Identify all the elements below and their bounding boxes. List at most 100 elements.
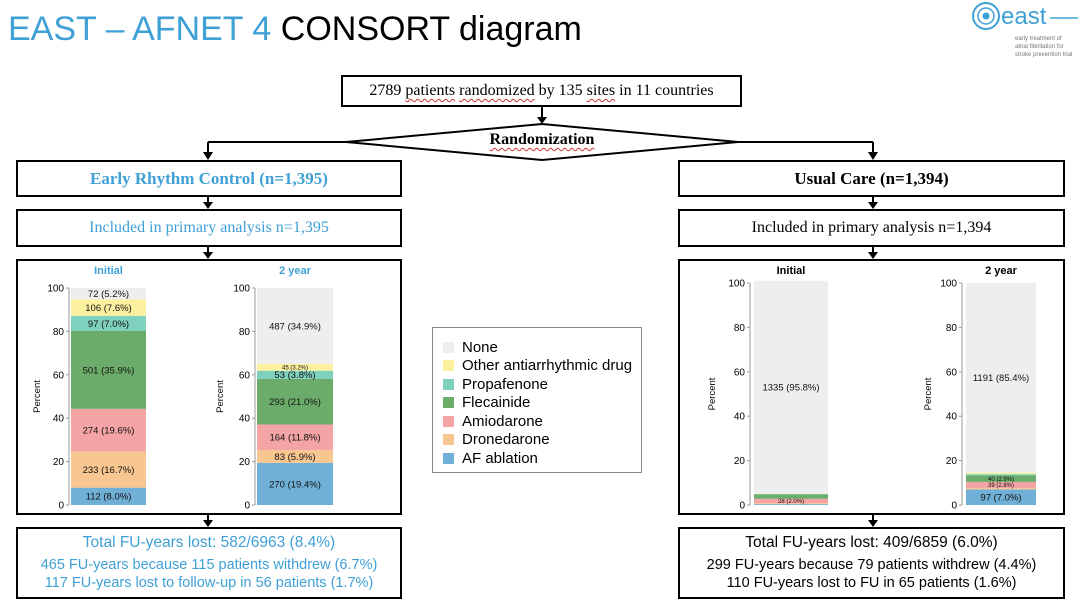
bar-segment xyxy=(257,363,333,371)
data-label: 83 (5.9%) xyxy=(274,452,315,463)
y-tick-label: 80 xyxy=(239,327,251,338)
y-tick-label: 60 xyxy=(734,367,746,378)
bar-segment xyxy=(754,280,828,494)
legend-item: None xyxy=(443,338,641,357)
chart-subtitle: 2 year xyxy=(985,265,1018,277)
title-part1: EAST – AFNET 4 xyxy=(8,10,272,48)
right-fu-total: Total FU-years lost: 409/6859 (6.0%) xyxy=(745,534,998,551)
bar-segment xyxy=(71,330,146,409)
data-label: 270 (19.4%) xyxy=(269,479,321,490)
legend-item: AF ablation xyxy=(443,449,641,468)
y-tick-label: 100 xyxy=(233,284,250,295)
bar-segment xyxy=(966,472,1036,475)
y-axis-label: Percent xyxy=(707,377,718,410)
bar-segment xyxy=(966,489,1036,505)
data-label: 487 (34.9%) xyxy=(269,321,321,332)
legend-label: AF ablation xyxy=(462,449,538,467)
randomization-label: Randomization xyxy=(489,131,595,148)
bar-segment xyxy=(257,288,333,364)
y-tick-label: 80 xyxy=(734,323,746,334)
randomized-t5: in 11 countries xyxy=(619,82,714,99)
data-label: 1191 (85.4%) xyxy=(973,373,1029,384)
right-included-box: Included in primary analysis n=1,394 xyxy=(678,209,1065,247)
y-tick-label: 0 xyxy=(739,501,745,512)
legend-item: Propafenone xyxy=(443,375,641,394)
legend-swatch xyxy=(443,360,454,372)
legend-swatch xyxy=(443,378,454,390)
y-tick-label: 40 xyxy=(946,412,958,423)
bar-segment xyxy=(966,488,1036,490)
legend-swatch xyxy=(443,415,454,427)
data-label: 28 (2.0%) xyxy=(778,499,804,505)
bar-segment xyxy=(257,424,333,451)
bar-segment xyxy=(754,503,828,505)
y-tick-label: 40 xyxy=(53,414,65,425)
bar-segment xyxy=(966,283,1036,473)
logo-tagline-2: atrial fibrillation for xyxy=(1015,44,1064,50)
y-tick-label: 20 xyxy=(53,457,65,468)
legend-swatch xyxy=(443,452,454,464)
y-tick-label: 20 xyxy=(239,457,251,468)
y-tick-label: 0 xyxy=(244,501,250,512)
bar-segment xyxy=(71,408,146,452)
legend-swatch xyxy=(443,434,454,446)
chart-subtitle: 2 year xyxy=(279,265,312,277)
legend-swatch xyxy=(443,397,454,409)
bar-segment xyxy=(754,494,828,499)
bar-segment xyxy=(71,288,146,300)
bar-segment xyxy=(966,481,1036,489)
chart-legend: None Other antiarrhythmic drug Propafeno… xyxy=(432,327,642,473)
data-label: 40 (2.9%) xyxy=(988,477,1014,483)
randomized-t3: by 135 xyxy=(538,82,583,99)
y-tick-label: 60 xyxy=(239,370,251,381)
y-tick-label: 60 xyxy=(53,370,65,381)
y-tick-label: 80 xyxy=(946,323,958,334)
logo-tagline-1: early treatment of xyxy=(1015,36,1062,42)
randomized-t4: sites xyxy=(586,82,616,99)
data-label: 45 (3.2%) xyxy=(282,365,308,371)
data-label: 106 (7.6%) xyxy=(85,303,131,314)
bar-segment xyxy=(754,504,828,505)
y-axis-label: Percent xyxy=(215,380,226,413)
y-tick-label: 0 xyxy=(951,501,957,512)
left-included-box: Included in primary analysis n=1,395 xyxy=(16,209,402,247)
data-label: 97 (7.0%) xyxy=(980,493,1021,504)
y-axis-label: Percent xyxy=(923,377,934,410)
left-fu-withdrew: 465 FU-years because 115 patients withdr… xyxy=(40,557,378,573)
east-logo: east early treatment of atrial fibrillat… xyxy=(968,0,1080,64)
legend-item: Other antiarrhythmic drug xyxy=(443,357,641,376)
right-fu-withdrew: 299 FU-years because 79 patients withdre… xyxy=(706,557,1037,573)
chart-subtitle: Initial xyxy=(777,265,806,277)
data-label: 97 (7.0%) xyxy=(88,319,129,330)
randomized-n: 2789 xyxy=(369,82,402,99)
randomized-box: 2789 patients randomized by 135 sites in… xyxy=(341,75,742,107)
legend-label: Amiodarone xyxy=(462,412,543,430)
randomized-t1: patients xyxy=(405,82,456,99)
y-tick-label: 100 xyxy=(47,284,64,295)
y-tick-label: 40 xyxy=(734,412,746,423)
y-tick-label: 100 xyxy=(940,279,957,290)
legend-label: Dronedarone xyxy=(462,431,550,449)
y-tick-label: 20 xyxy=(734,456,746,467)
legend-swatch xyxy=(443,341,454,353)
legend-label: None xyxy=(462,338,498,356)
y-axis-label: Percent xyxy=(32,380,43,413)
bar-segment xyxy=(754,498,828,504)
early-rhythm-control-box: Early Rhythm Control (n=1,395) xyxy=(16,160,402,197)
bar-segment xyxy=(71,299,146,316)
y-tick-label: 20 xyxy=(946,456,958,467)
y-tick-label: 100 xyxy=(728,279,745,290)
legend-item: Flecainide xyxy=(443,394,641,413)
logo-word: east xyxy=(1001,3,1047,30)
right-fu-box: Total FU-years lost: 409/6859 (6.0%) 299… xyxy=(678,527,1065,599)
randomized-t2: randomized xyxy=(459,82,535,99)
legend-item: Amiodarone xyxy=(443,412,641,431)
title-part2: CONSORT diagram xyxy=(280,10,582,48)
left-fu-total: Total FU-years lost: 582/6963 (8.4%) xyxy=(82,534,336,551)
legend-label: Flecainide xyxy=(462,394,531,412)
y-tick-label: 60 xyxy=(946,367,958,378)
